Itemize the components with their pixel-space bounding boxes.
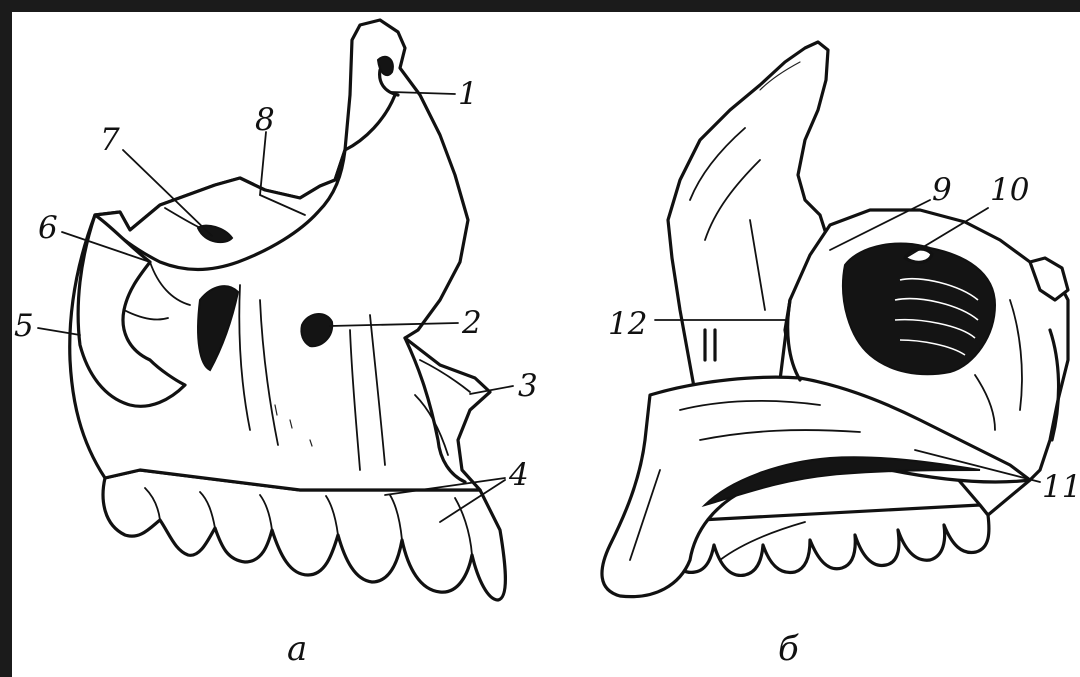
label-11: 11 (1042, 469, 1080, 505)
view-b-teeth (665, 505, 989, 575)
label-3: 3 (518, 368, 538, 404)
label-2: 2 (461, 305, 482, 341)
label-8: 8 (255, 102, 275, 138)
label-5: 5 (14, 308, 34, 344)
label-9: 9 (932, 172, 952, 208)
caption-b: б (778, 629, 799, 669)
caption-a: а (287, 629, 307, 669)
label-6: 6 (38, 210, 58, 246)
label-7: 7 (100, 122, 120, 158)
label-4: 4 (508, 457, 529, 493)
view-a-drawing (70, 20, 506, 600)
label-10: 10 (990, 172, 1029, 208)
label-12: 12 (608, 306, 647, 342)
label-1: 1 (458, 76, 478, 112)
